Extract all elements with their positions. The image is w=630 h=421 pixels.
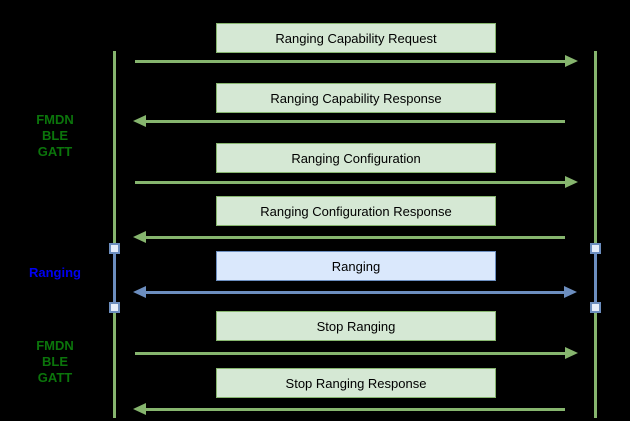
section-label-fmdn-ble-gatt-bottom: FMDN BLE GATT xyxy=(10,338,100,386)
activation-marker xyxy=(590,302,601,313)
arrowhead-right-icon xyxy=(564,286,577,298)
arrow-line xyxy=(145,119,565,123)
section-label-line: Ranging xyxy=(29,265,81,280)
arrowhead-right-icon xyxy=(565,347,578,359)
section-label-line: FMDN xyxy=(36,112,74,127)
section-label-line: BLE xyxy=(42,128,68,143)
message-box-ranging-configuration: Ranging Configuration xyxy=(216,143,496,173)
section-label-line: GATT xyxy=(37,370,73,385)
section-label-line: BLE xyxy=(42,354,68,369)
arrow-line xyxy=(135,180,565,184)
arrow-ranging-bidirectional xyxy=(133,286,577,298)
arrowhead-left-icon xyxy=(133,403,146,415)
arrow-ranging-capability-request xyxy=(135,55,578,67)
arrowhead-left-icon xyxy=(133,115,146,127)
arrowhead-right-icon xyxy=(565,176,578,188)
section-label-line: FMDN xyxy=(36,338,74,353)
lifeline-left xyxy=(113,51,116,418)
arrow-stop-ranging xyxy=(135,347,578,359)
lifeline-left-ranging-segment xyxy=(113,248,116,308)
section-label-ranging: Ranging xyxy=(10,265,100,281)
arrow-ranging-configuration xyxy=(135,176,578,188)
arrow-line xyxy=(145,290,565,294)
section-label-fmdn-ble-gatt-top: FMDN BLE GATT xyxy=(10,112,100,160)
arrow-line xyxy=(145,235,565,239)
arrowhead-left-icon xyxy=(133,286,146,298)
message-box-stop-ranging-response: Stop Ranging Response xyxy=(216,368,496,398)
lifeline-right xyxy=(594,51,597,418)
arrow-stop-ranging-response xyxy=(133,403,565,415)
arrow-line xyxy=(135,59,565,63)
message-box-stop-ranging: Stop Ranging xyxy=(216,311,496,341)
message-box-ranging-configuration-response: Ranging Configuration Response xyxy=(216,196,496,226)
activation-marker xyxy=(590,243,601,254)
activation-marker xyxy=(109,302,120,313)
message-box-ranging-capability-request: Ranging Capability Request xyxy=(216,23,496,53)
arrow-ranging-configuration-response xyxy=(133,231,565,243)
activation-marker xyxy=(109,243,120,254)
arrow-ranging-capability-response xyxy=(133,115,565,127)
arrowhead-right-icon xyxy=(565,55,578,67)
section-label-line: GATT xyxy=(37,144,73,159)
arrow-line xyxy=(135,351,565,355)
message-box-ranging-capability-response: Ranging Capability Response xyxy=(216,83,496,113)
arrow-line xyxy=(145,407,565,411)
arrowhead-left-icon xyxy=(133,231,146,243)
message-box-ranging: Ranging xyxy=(216,251,496,281)
lifeline-right-ranging-segment xyxy=(594,248,597,308)
